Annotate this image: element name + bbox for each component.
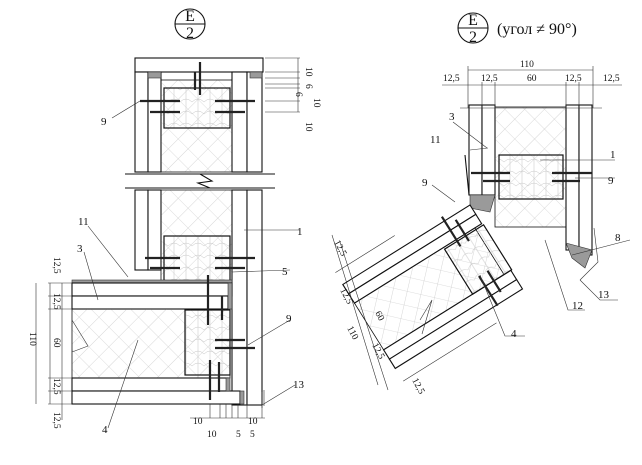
callout-4: 4 [511, 328, 517, 340]
section-letter: Е [185, 8, 195, 25]
left-dimension-labels: 10 6 6 10 10 9 11 1 3 5 9 13 4 12,5 12,5… [27, 67, 321, 440]
vertical-wall-angled-corner [464, 104, 599, 281]
leader-lines [83, 100, 300, 429]
callout-9: 9 [286, 313, 292, 325]
dim-label: 110 [520, 60, 534, 70]
left-dimension-lines [35, 57, 300, 429]
dim-label: 12,5 [565, 74, 582, 84]
callout-9: 9 [422, 177, 428, 189]
callout-9: 9 [101, 116, 107, 128]
section-number: 2 [186, 25, 194, 42]
dim-label: 60 [527, 74, 537, 84]
dim-label: 6 [303, 84, 313, 89]
dim-label: 60 [372, 310, 385, 323]
angled-wall [335, 204, 524, 382]
callout-11: 11 [430, 134, 441, 146]
dim-label: 5 [250, 430, 255, 440]
callout-5: 5 [282, 266, 288, 278]
callout-1: 1 [297, 226, 303, 238]
dim-label: 10 [193, 417, 203, 427]
dim-label: 110 [27, 332, 37, 346]
callout-8: 8 [615, 232, 621, 244]
dim-label: 12,5 [409, 377, 426, 397]
callout-13: 13 [293, 379, 305, 391]
callout-11: 11 [78, 216, 89, 228]
dim-label: 6 [293, 92, 303, 97]
right-detail: Е 2 (угол ≠ 90°) [331, 12, 631, 397]
stud-top [163, 87, 231, 129]
dim-label: 10 [248, 417, 258, 427]
dim-label: 110 [344, 325, 359, 342]
dim-label: 12,5 [51, 412, 61, 429]
callout-13: 13 [598, 289, 610, 301]
dim-label: 12,5 [51, 293, 61, 310]
right-dimension-lines [331, 66, 631, 391]
section-letter: Е [468, 12, 478, 29]
callout-12: 12 [572, 300, 583, 312]
dim-label: 12,5 [51, 378, 61, 395]
dim-label: 12,5 [603, 74, 620, 84]
dim-label: 10 [207, 430, 217, 440]
dim-label: 10 [303, 122, 313, 132]
horizontal-wall [71, 275, 265, 408]
section-mark-right: Е 2 (угол ≠ 90°) [457, 12, 577, 46]
section-number: 2 [469, 29, 477, 46]
break-line [125, 173, 275, 189]
dim-label: 10 [303, 67, 313, 77]
dim-label: 12,5 [481, 74, 498, 84]
dim-label: 12,5 [51, 257, 61, 274]
section-mark-left: Е 2 [174, 8, 206, 42]
dim-label: 5 [236, 430, 241, 440]
callout-9: 9 [608, 175, 614, 187]
dim-label: 60 [51, 338, 61, 348]
callout-3: 3 [449, 111, 455, 123]
callout-4: 4 [102, 424, 108, 436]
left-detail: Е 2 [27, 8, 321, 440]
dim-label: 10 [311, 98, 321, 108]
vertical-wall [125, 57, 275, 406]
callout-3: 3 [77, 243, 83, 255]
angle-note: (угол ≠ 90°) [497, 21, 577, 38]
dim-label: 12,5 [443, 74, 460, 84]
leader-lines [431, 121, 631, 337]
callout-1: 1 [610, 149, 616, 161]
dim-label: 12,5 [331, 239, 348, 259]
